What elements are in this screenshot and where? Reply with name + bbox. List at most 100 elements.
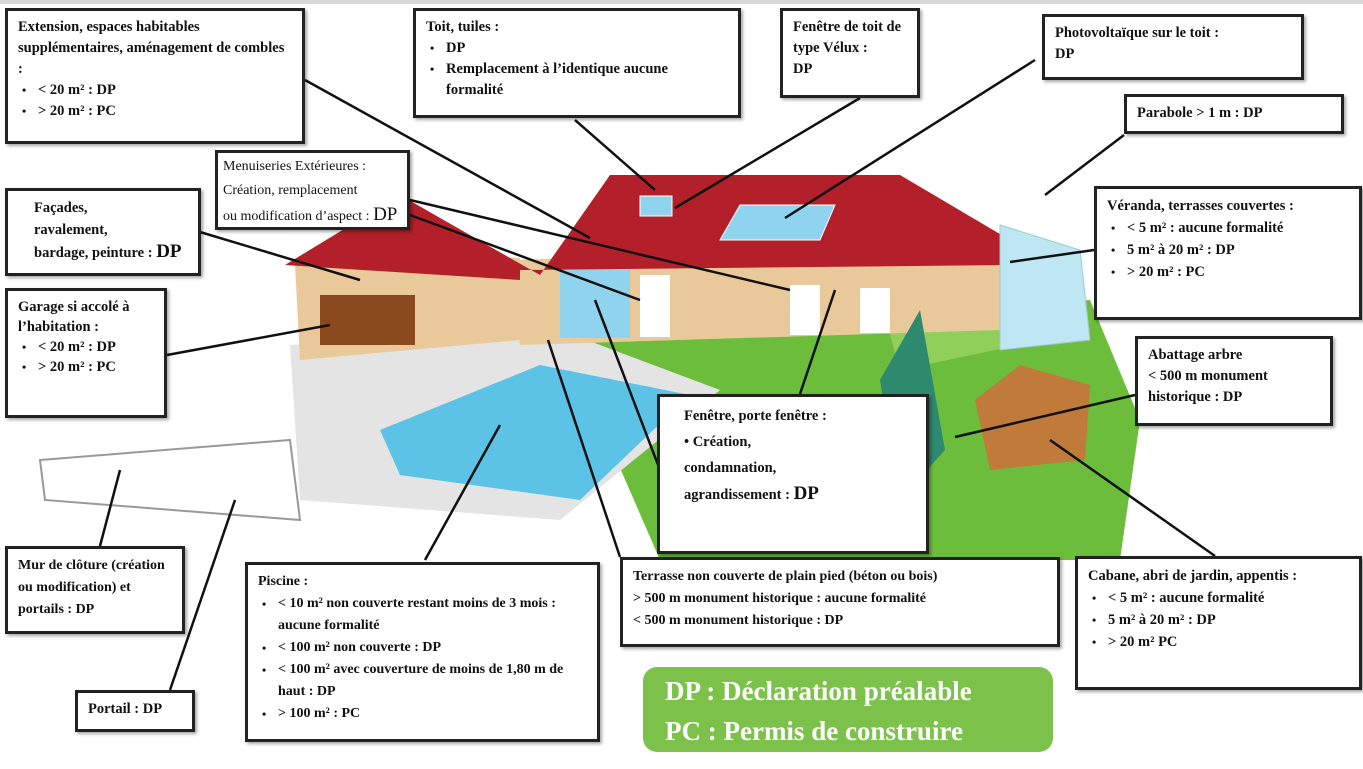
arrow-extension [304, 78, 591, 240]
callout-value: DP [75, 602, 95, 617]
list-item: < 10 m² non couverte restant moins de 3 … [258, 593, 587, 637]
callout-mur: Mur de clôture (création ou modification… [5, 546, 185, 634]
callout-facades: Façades, ravalement, bardage, peinture :… [5, 188, 201, 276]
callout-fenetre: Fenêtre, porte fenêtre : • Création, con… [657, 394, 929, 554]
arrow-menuiseries-2 [409, 213, 641, 302]
arrow-fenetre-1 [798, 289, 837, 395]
callout-cabane: Cabane, abri de jardin, appentis : < 5 m… [1075, 556, 1362, 690]
arrow-cabane [1049, 438, 1216, 558]
list-item: 5 m² à 20 m² : DP [1088, 609, 1349, 631]
veranda [999, 224, 1091, 351]
arrow-toit [574, 119, 656, 191]
list-item: < 20 m² : DP [18, 337, 154, 357]
callout-title: Menuiseries Extérieures : [223, 159, 367, 174]
callout-garage: Garage si accolé à l’habitation : < 20 m… [5, 288, 167, 418]
list-item: > 20 m² : PC [18, 101, 292, 122]
callout-photovoltaique: Photovoltaïque sur le toit : DP [1042, 14, 1304, 80]
list-item: > 100 m² : PC [258, 703, 587, 725]
garage-door [320, 295, 415, 345]
garden-shed [975, 365, 1090, 470]
solar-panels [719, 204, 836, 241]
callout-value: DP [1055, 46, 1075, 62]
arrow-garage [166, 323, 331, 357]
callout-abattage: Abattage arbre < 500 m monument historiq… [1135, 336, 1333, 426]
callout-line: condamnation, [684, 460, 777, 476]
list-item: < 100 m² avec couverture de moins de 1,8… [258, 659, 587, 703]
callout-value: DP [1243, 105, 1263, 121]
callout-portail: Portail : DP [75, 690, 195, 732]
legend-dp: DP : Déclaration préalable [665, 676, 972, 706]
callout-title: Fenêtre de toit de type Vélux : [793, 19, 902, 56]
fence [38, 438, 302, 522]
callout-title: Piscine : [258, 574, 309, 589]
callout-value: DP [824, 613, 844, 628]
callout-piscine: Piscine : < 10 m² non couverte restant m… [245, 562, 600, 742]
callout-extension: Extension, espaces habitables supplément… [5, 8, 305, 144]
arrow-fenetre-2 [593, 299, 662, 471]
callout-title: Photovoltaïque sur le toit : [1055, 25, 1220, 41]
callout-line: > 500 m monument historique : aucune for… [633, 591, 927, 606]
callout-value: DP [1222, 389, 1243, 405]
list-item: < 5 m² : aucune formalité [1107, 217, 1349, 239]
list-item: < 5 m² : aucune formalité [1088, 587, 1349, 609]
list-item: 5 m² à 20 m² : DP [1107, 239, 1349, 261]
callout-line: agrandissement : [684, 487, 790, 503]
arrow-abattage [954, 393, 1136, 439]
arrow-terrasse [546, 339, 622, 558]
callout-terrasse: Terrasse non couverte de plain pied (bét… [620, 557, 1060, 647]
callout-toit: Toit, tuiles : DPRemplacement à l’identi… [413, 8, 741, 118]
callout-line: Création, remplacement [223, 183, 358, 198]
callout-line: ravalement, [34, 222, 108, 238]
callout-line: • Création, [684, 434, 752, 450]
pool [380, 365, 690, 500]
callout-menuiseries: Menuiseries Extérieures : Création, remp… [215, 150, 410, 230]
callout-veranda: Véranda, terrasses couvertes : < 5 m² : … [1094, 186, 1362, 320]
callout-title: Cabane, abri de jardin, appentis : [1088, 568, 1298, 584]
callout-value: DP [793, 61, 813, 77]
list-item: Remplacement à l’identique aucune formal… [426, 59, 728, 101]
callout-line: < 500 m monument historique : [1148, 368, 1268, 405]
callout-line: < 500 m monument historique : [633, 613, 822, 628]
callout-title: Terrasse non couverte de plain pied (bét… [633, 569, 938, 584]
callout-arrows [98, 58, 1216, 691]
callout-title: Portail : [88, 701, 140, 717]
callout-title: Façades, [34, 200, 88, 216]
callout-title: Fenêtre, porte fenêtre : [684, 408, 827, 424]
list-item: DP [426, 38, 728, 59]
callout-velux: Fenêtre de toit de type Vélux : DP [780, 8, 920, 98]
callout-value: DP [793, 483, 819, 504]
list-item: < 20 m² : DP [18, 80, 292, 101]
callout-value: DP [142, 701, 163, 717]
legend-pc: PC : Permis de construire [665, 716, 963, 746]
arrow-parabole [1044, 134, 1125, 196]
list-item: > 20 m² : PC [18, 357, 154, 377]
legend: DP : Déclaration préalable PC : Permis d… [643, 667, 1053, 752]
callout-title: Extension, espaces habitables supplément… [18, 19, 285, 77]
arrow-velux [674, 96, 861, 210]
window [860, 288, 890, 333]
list-item: > 20 m² : PC [1107, 261, 1349, 283]
callout-title: Abattage arbre [1148, 347, 1243, 363]
callout-line: ou modification d’aspect : [223, 209, 370, 224]
list-item: < 100 m² non couverte : DP [258, 637, 587, 659]
velux [639, 195, 673, 217]
callout-title: Toit, tuiles : [426, 19, 500, 35]
arrow-facades [199, 230, 361, 282]
callout-title: Véranda, terrasses couvertes : [1107, 198, 1294, 214]
arrow-portail [168, 499, 237, 691]
arrow-veranda [1009, 248, 1095, 264]
callout-parabole: Parabole > 1 m : DP [1124, 94, 1344, 134]
top-border [0, 0, 1363, 4]
arrow-menuiseries-1 [409, 198, 791, 292]
callout-value: DP [156, 241, 182, 262]
callout-value: DP [373, 204, 398, 225]
list-item: > 20 m² PC [1088, 631, 1349, 653]
roof [285, 175, 1010, 280]
callout-title: Parabole > 1 m : [1137, 105, 1240, 121]
callout-title: Garage si accolé à l’habitation : [18, 299, 130, 335]
window [790, 285, 820, 335]
callout-line: bardage, peinture : [34, 245, 153, 261]
front-door [640, 275, 670, 337]
callout-title: Mur de clôture (création ou modification… [18, 558, 165, 617]
